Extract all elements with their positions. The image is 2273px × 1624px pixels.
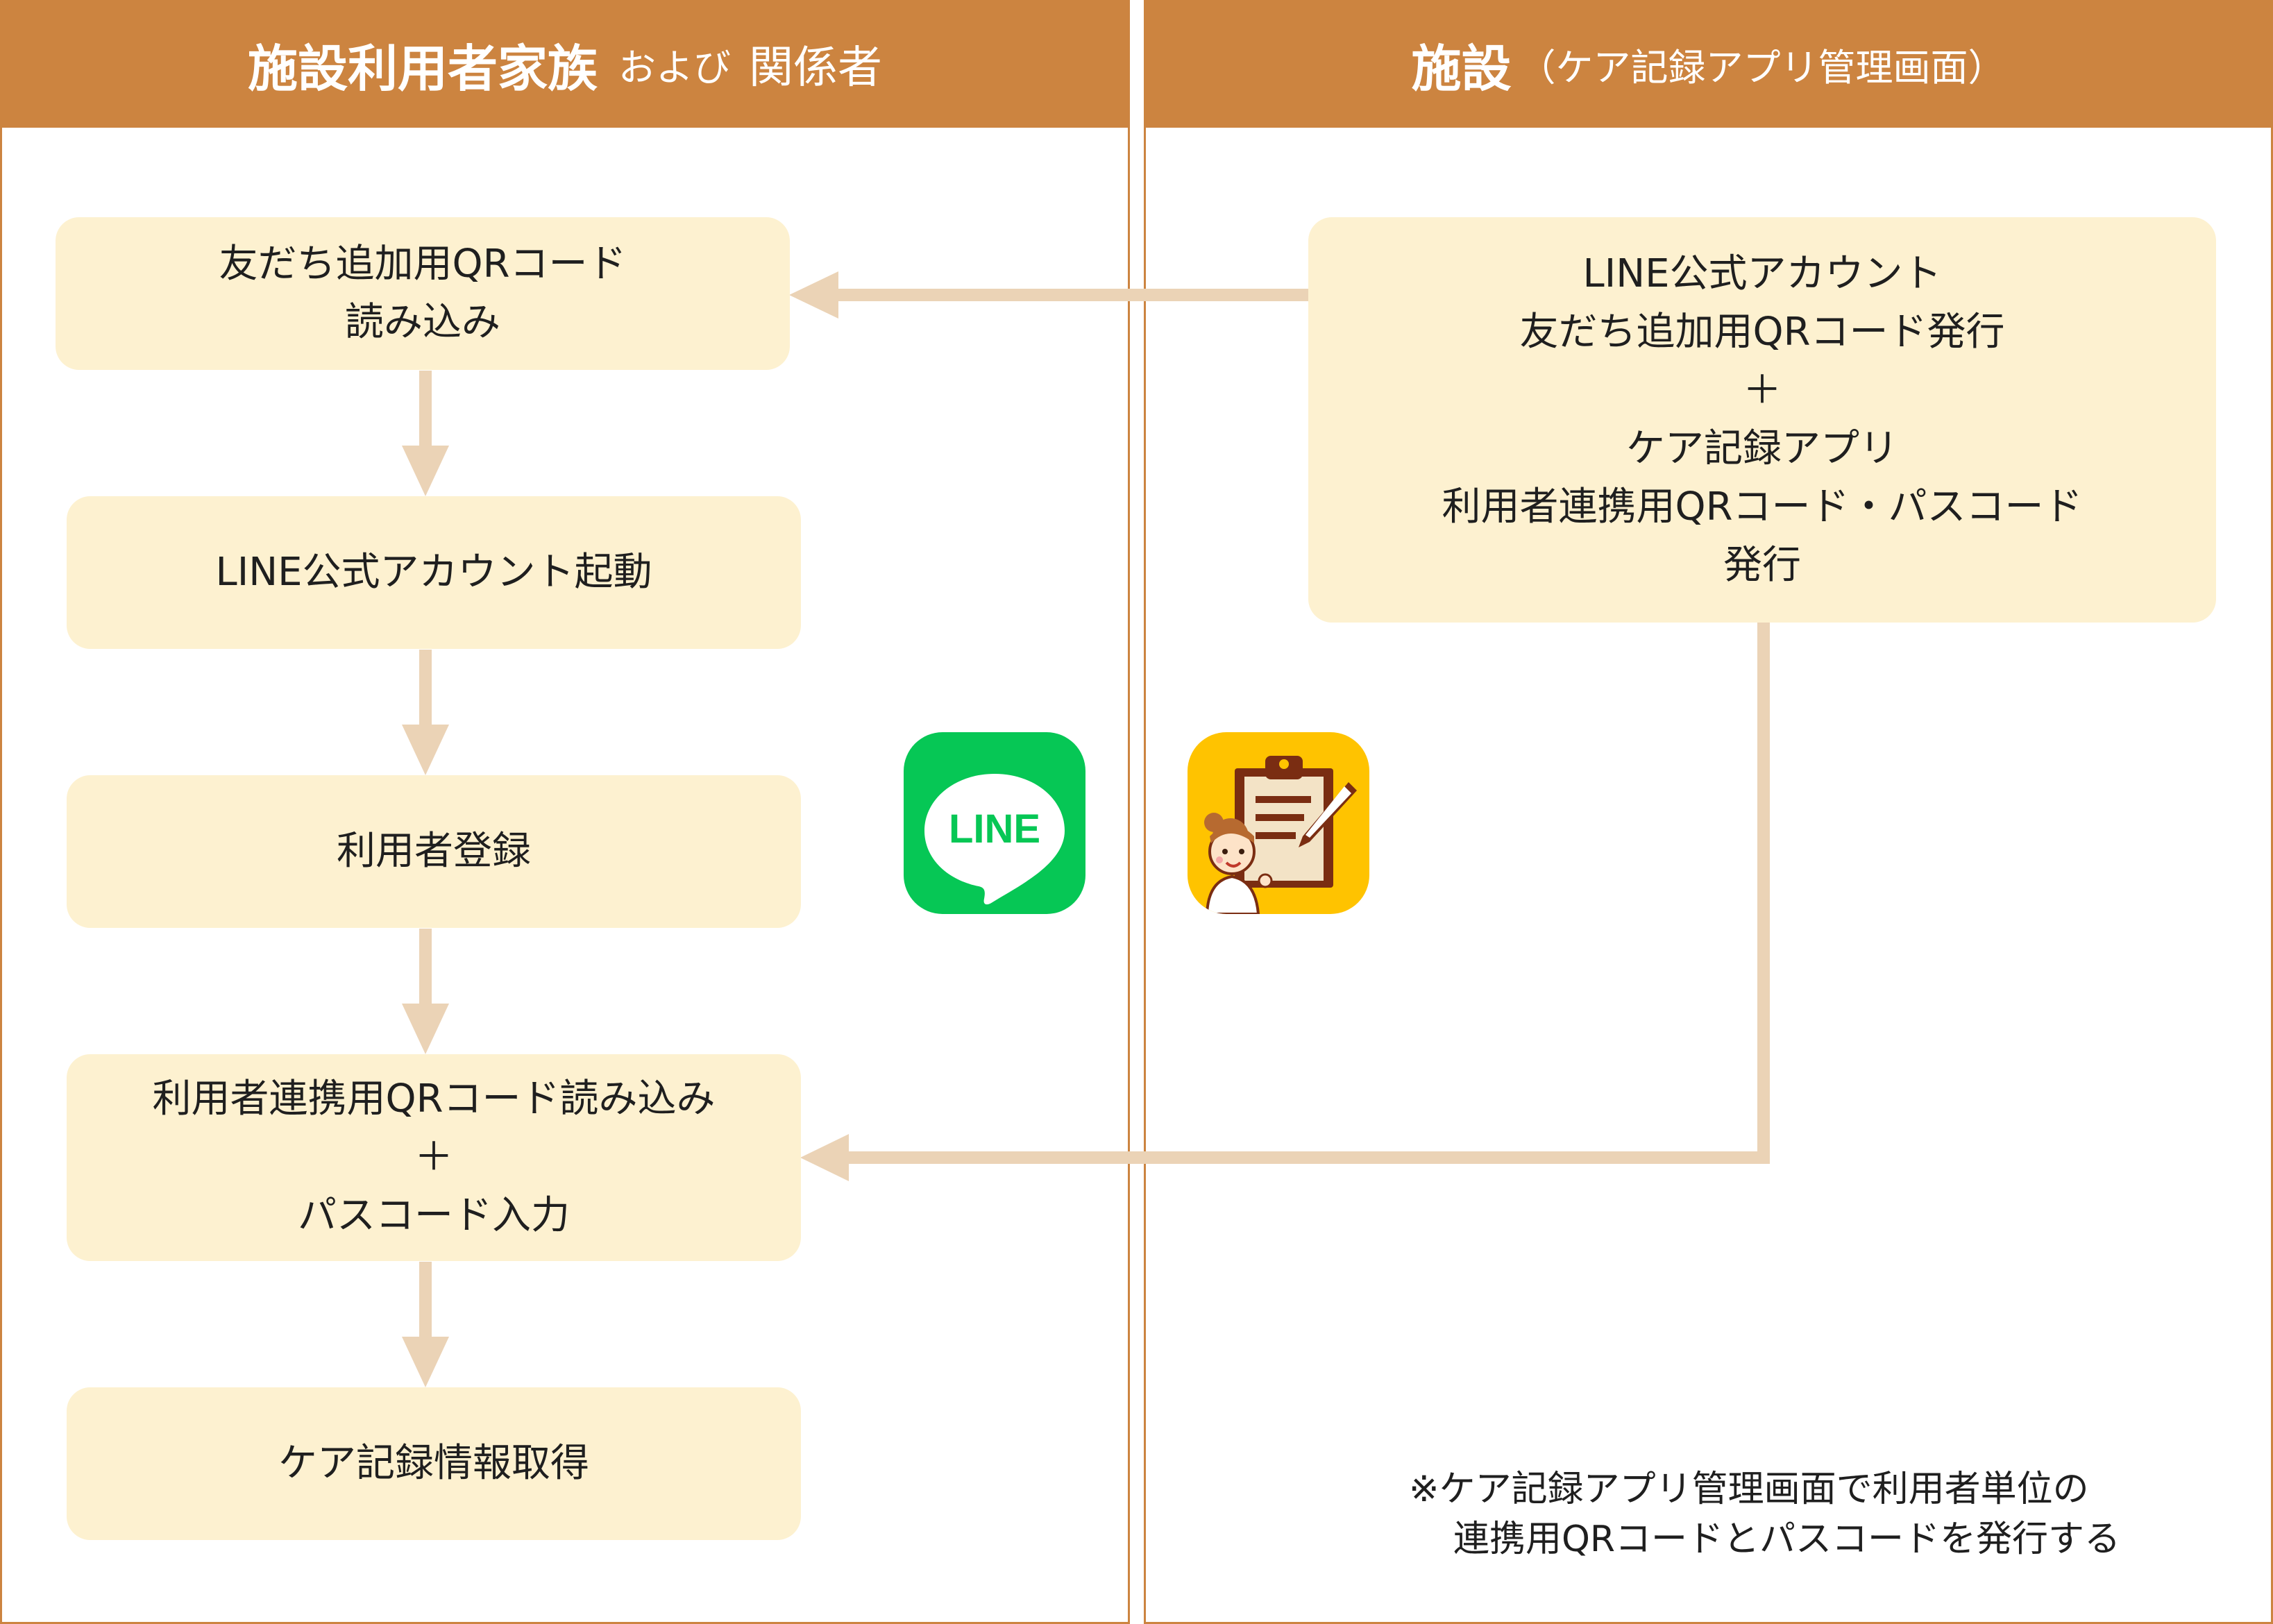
facility-issue-box: LINE公式アカウント 友だち追加用QRコード発行 ＋ ケア記録アプリ 利用者連… xyxy=(1308,217,2216,623)
step1-line1: 友だち追加用QRコード xyxy=(219,242,627,287)
arrow-down-4-head xyxy=(402,1337,449,1387)
footnote: ※ケア記録アプリ管理画面で利用者単位の 連携用QRコードとパスコードを発行する xyxy=(1409,1464,2120,1564)
facility-line4: ケア記録アプリ xyxy=(1626,426,1898,471)
step-line-launch: LINE公式アカウント起動 xyxy=(67,496,801,649)
arrow-down-1-head xyxy=(402,446,449,496)
facility-line5: 利用者連携用QRコード・パスコード xyxy=(1442,484,2083,530)
line-app-icon-text: LINE xyxy=(948,806,1041,852)
arrow-left-bottom xyxy=(847,1151,1770,1164)
facility-column-header: 施設 （ケア記録アプリ管理画面） xyxy=(1144,0,2273,128)
step4-line3: パスコード入力 xyxy=(298,1193,570,1238)
step-care-info-get: ケア記録情報取得 xyxy=(67,1387,801,1540)
facility-line1: LINE公式アカウント xyxy=(1582,251,1942,296)
step-user-register: 利用者登録 xyxy=(67,775,801,928)
step-qr-friend-read: 友だち追加用QRコード 読み込み xyxy=(56,217,790,370)
family-column-header: 施設利用者家族 および 関係者 xyxy=(0,0,1130,128)
step-link-qr-passcode: 利用者連携用QRコード読み込み ＋ パスコード入力 xyxy=(67,1054,801,1261)
arrow-down-2-head xyxy=(402,725,449,775)
connector-vertical xyxy=(1757,623,1770,1164)
facility-line2: 友だち追加用QRコード発行 xyxy=(1519,310,2005,355)
footnote-line1: ※ケア記録アプリ管理画面で利用者単位の xyxy=(1409,1469,2089,1510)
step1-line2: 読み込み xyxy=(345,300,500,345)
step4-line2: ＋ xyxy=(414,1135,453,1180)
arrow-left-bottom-head xyxy=(800,1134,849,1181)
step4-line1: 利用者連携用QRコード読み込み xyxy=(152,1076,716,1122)
facility-column xyxy=(1144,128,2273,1624)
family-header-bold: 施設利用者家族 xyxy=(247,39,598,98)
arrow-down-1 xyxy=(419,371,432,447)
facility-line6: 発行 xyxy=(1723,543,1801,588)
facility-header-bold: 施設 xyxy=(1411,39,1512,98)
step5-line1: ケア記録情報取得 xyxy=(278,1441,589,1486)
facility-header-sub: （ケア記録アプリ管理画面） xyxy=(1518,45,2006,90)
family-header-small: および xyxy=(618,45,731,90)
arrow-left-top-head xyxy=(789,271,838,319)
clipboard-pen-icon xyxy=(1204,756,1357,914)
facility-line3: ＋ xyxy=(1743,368,1782,413)
arrow-down-3-head xyxy=(402,1004,449,1054)
care-record-app-icon xyxy=(1188,732,1369,914)
arrow-left-top xyxy=(836,289,1308,301)
line-app-icon: LINE xyxy=(904,732,1085,914)
step2-line1: LINE公式アカウント起動 xyxy=(215,550,652,595)
arrow-down-2 xyxy=(419,650,432,726)
arrow-down-4 xyxy=(419,1262,432,1338)
family-header-rest: 関係者 xyxy=(749,42,882,94)
arrow-down-3 xyxy=(419,929,432,1005)
family-column xyxy=(0,128,1130,1624)
speech-bubble-icon xyxy=(924,774,1065,905)
footnote-line2: 連携用QRコードとパスコードを発行する xyxy=(1453,1519,2121,1560)
step3-line1: 利用者登録 xyxy=(337,829,531,874)
